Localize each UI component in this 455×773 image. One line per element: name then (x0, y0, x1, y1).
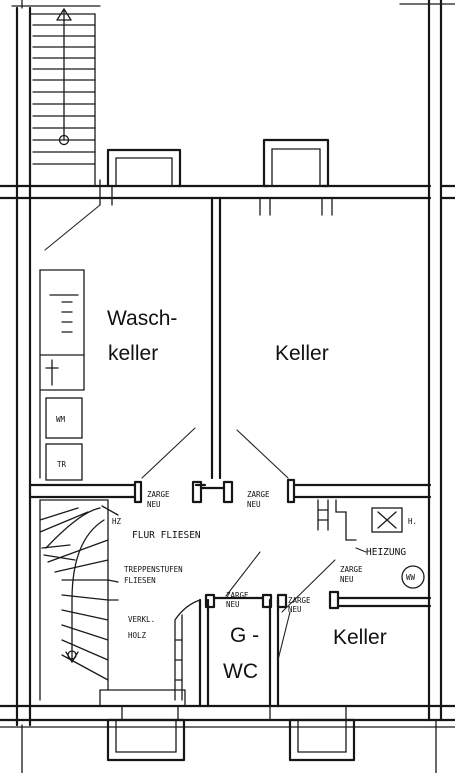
heizung-label: HEIZUNG (366, 547, 406, 558)
zarge-neu-3-b: NEU (226, 600, 240, 609)
zarge-neu-5-a: ZARGE (340, 565, 363, 574)
zarge-neu-4-b: NEU (288, 605, 302, 614)
upper-door-swings (141, 427, 289, 479)
flur-fliesen-label: FLUR FLIESEN (132, 530, 201, 541)
h-label: H. (408, 517, 417, 526)
wm-label: WM (56, 415, 66, 424)
room-waschkeller-line1: Wasch- (107, 307, 177, 330)
zarge-neu-2-a: ZARGE (247, 490, 270, 499)
right-corridor-fixtures (317, 499, 425, 589)
zarge-neu-5-b: NEU (340, 575, 354, 584)
bottom-light-wells (99, 689, 356, 762)
corridor-wall (28, 478, 432, 504)
hz-label: HZ (112, 517, 122, 526)
zarge-neu-2-b: NEU (247, 500, 261, 509)
room-waschkeller-line2: keller (108, 342, 158, 365)
laundry-fixtures (39, 269, 85, 481)
room-keller-small: Keller (333, 626, 387, 649)
ww-label: WW (406, 573, 416, 582)
verkl-label: VERKL. (128, 615, 155, 624)
room-gwc-line1: G - (230, 624, 259, 647)
upper-stair (29, 7, 96, 186)
holz-label: HOLZ (128, 631, 147, 640)
zarge-neu-3-a: ZARGE (226, 591, 249, 600)
zarge-neu-1-b: NEU (147, 500, 161, 509)
tr-label: TR (57, 460, 67, 469)
spiral-stair (39, 499, 119, 701)
zarge-neu-1-a: ZARGE (147, 490, 170, 499)
room-keller-main: Keller (275, 342, 329, 365)
middle-partition (210, 196, 222, 480)
lower-room-walls (174, 551, 432, 708)
upper-horizontal-wall (0, 138, 455, 251)
treppenstufen-label-b: FLIESEN (124, 576, 156, 585)
zarge-neu-4-a: ZARGE (288, 596, 311, 605)
room-gwc-line2: WC (223, 660, 258, 683)
treppenstufen-label-a: TREPPENSTUFEN (124, 565, 183, 574)
